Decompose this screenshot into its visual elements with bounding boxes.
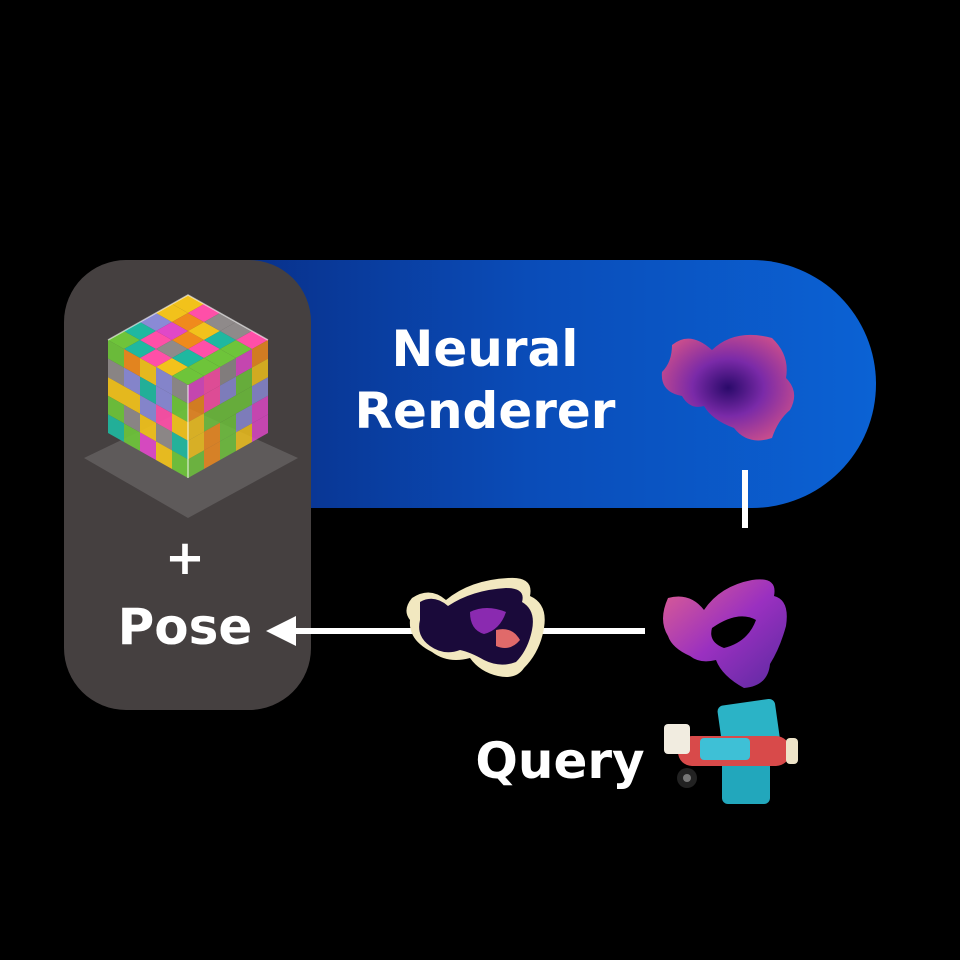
cube-voxel — [188, 394, 204, 423]
cube-voxel — [236, 349, 252, 377]
rendered-feature-map-image — [661, 334, 795, 441]
cube-voxel — [140, 413, 156, 442]
cube-voxel — [188, 450, 204, 478]
cube-voxel — [172, 413, 188, 441]
cube-voxel — [156, 404, 172, 432]
cube-voxel — [188, 413, 204, 441]
cube-voxel — [124, 386, 140, 414]
neural-renderer-title-line1: Neural — [391, 320, 579, 378]
cube-voxel — [156, 385, 172, 414]
cube-voxel — [140, 376, 156, 405]
query-airplane-image — [664, 698, 798, 804]
cube-voxel — [220, 395, 236, 423]
cube-voxel — [124, 367, 140, 396]
cube-voxel — [156, 441, 172, 469]
cube-voxel — [124, 404, 140, 433]
cube-voxel — [140, 358, 156, 386]
difference-map-image — [406, 577, 545, 677]
cube-voxel — [204, 367, 220, 395]
cube-voxel — [140, 432, 156, 460]
cube-voxel — [252, 377, 268, 405]
cube-voxel — [108, 395, 124, 424]
cube-voxel — [172, 376, 188, 404]
cube-voxel — [236, 386, 252, 414]
plus-sign: + — [164, 530, 206, 586]
cube-voxel — [124, 423, 140, 451]
neural-renderer-title-line2: Renderer — [354, 382, 616, 440]
pose-label: Pose — [117, 598, 253, 656]
cube-voxel — [172, 431, 188, 460]
cube-voxel — [172, 450, 188, 478]
cube-voxel — [108, 358, 124, 387]
cube-voxel — [140, 395, 156, 423]
cube-voxel — [204, 422, 220, 451]
neural-renderer-band — [180, 260, 876, 508]
cube-voxel — [188, 431, 204, 460]
query-feature-map-hole — [711, 616, 756, 648]
cube-voxel — [108, 340, 124, 368]
cube-voxel — [204, 385, 220, 414]
cube-voxel — [236, 404, 252, 433]
cube-voxel — [108, 414, 124, 442]
neural-renderer-title: Neural Renderer — [330, 318, 640, 442]
cube-voxel — [172, 394, 188, 423]
cube-voxel — [204, 404, 220, 432]
cube-voxel — [220, 358, 236, 386]
pose-arrow-head — [266, 616, 296, 646]
cube-voxel — [220, 376, 236, 405]
cube-voxel — [252, 414, 268, 442]
cube-voxel — [252, 395, 268, 424]
cube-voxel — [220, 413, 236, 442]
cube-voxel — [108, 377, 124, 405]
cube-voxel — [252, 340, 268, 368]
cube-voxel — [236, 367, 252, 396]
cube-voxel — [156, 367, 172, 395]
cube-voxel — [124, 349, 140, 377]
feature-cube-icon — [84, 294, 298, 518]
cube-voxel — [188, 376, 204, 404]
cube-voxel — [204, 441, 220, 469]
cube-voxel — [252, 358, 268, 387]
cube-voxel — [220, 432, 236, 460]
query-label: Query — [475, 732, 645, 790]
cube-voxel — [156, 422, 172, 451]
cube-voxel — [236, 423, 252, 451]
